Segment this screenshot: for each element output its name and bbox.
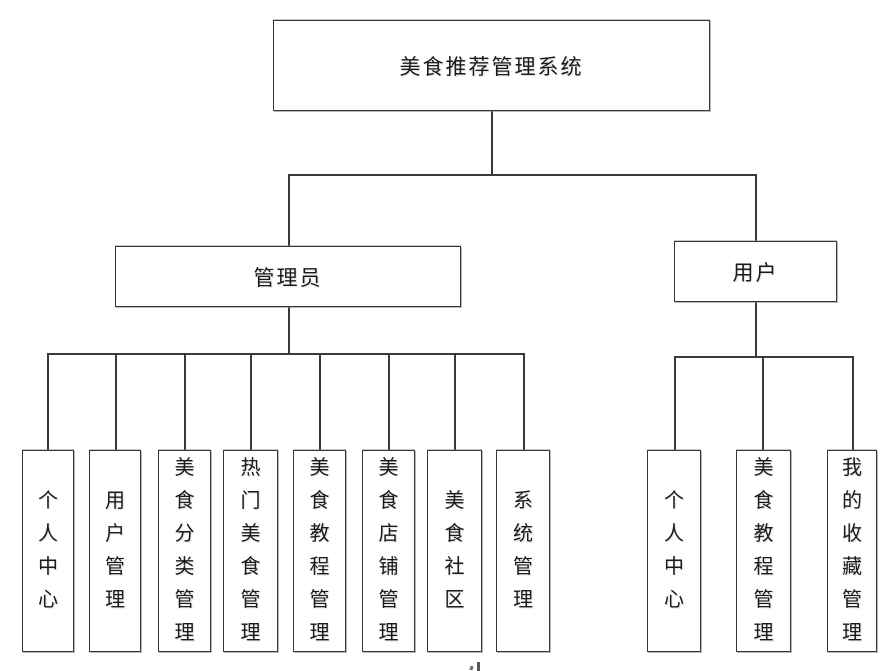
connector-user-drop: [755, 174, 757, 241]
connector-root-vertical: [491, 111, 493, 174]
connector-admin-drop: [288, 174, 290, 246]
node-my-favorites-management: 我 的 收 藏 管 理: [827, 450, 877, 652]
node-root-system-title: 美食推荐管理系统: [273, 20, 710, 111]
node-food-tutorial-management-user: 美 食 教 程 管 理: [736, 450, 791, 652]
caption-fragment-mark: [477, 662, 480, 671]
connector-user-child-2: [762, 356, 764, 450]
node-user-role: 用户: [674, 241, 837, 302]
node-popular-food-management: 热 门 美 食 管 理: [223, 450, 278, 652]
node-user-management: 用 户 管 理: [89, 450, 141, 652]
connector-user-child-3: [852, 356, 854, 450]
node-personal-center-admin: 个 人 中 心: [22, 450, 74, 652]
connector-admin-child-8: [523, 353, 525, 450]
connector-user-stem: [755, 302, 757, 356]
cropped-caption-fragment: [468, 662, 488, 671]
connector-admin-child-5: [319, 353, 321, 450]
connector-admin-child-4: [250, 353, 252, 450]
node-system-management: 系 统 管 理: [496, 450, 550, 652]
connector-user-child-1: [674, 356, 676, 450]
node-admin-role: 管理员: [115, 246, 461, 307]
connector-admin-child-2: [115, 353, 117, 450]
node-food-category-management: 美 食 分 类 管 理: [158, 450, 211, 652]
caption-fragment-mark: [469, 665, 474, 671]
node-personal-center-user: 个 人 中 心: [647, 450, 701, 652]
node-food-community: 美 食 社 区: [427, 450, 482, 652]
connector-admin-child-6: [388, 353, 390, 450]
connector-user-children-rail: [674, 356, 853, 358]
node-food-tutorial-management-admin: 美 食 教 程 管 理: [293, 450, 346, 652]
node-food-shop-management: 美 食 店 铺 管 理: [362, 450, 415, 652]
connector-admin-child-1: [47, 353, 49, 450]
connector-admin-child-3: [184, 353, 186, 450]
connector-admin-children-rail: [47, 353, 524, 355]
connector-level1-rail: [288, 174, 757, 176]
connector-admin-stem: [288, 307, 290, 353]
connector-admin-child-7: [454, 353, 456, 450]
